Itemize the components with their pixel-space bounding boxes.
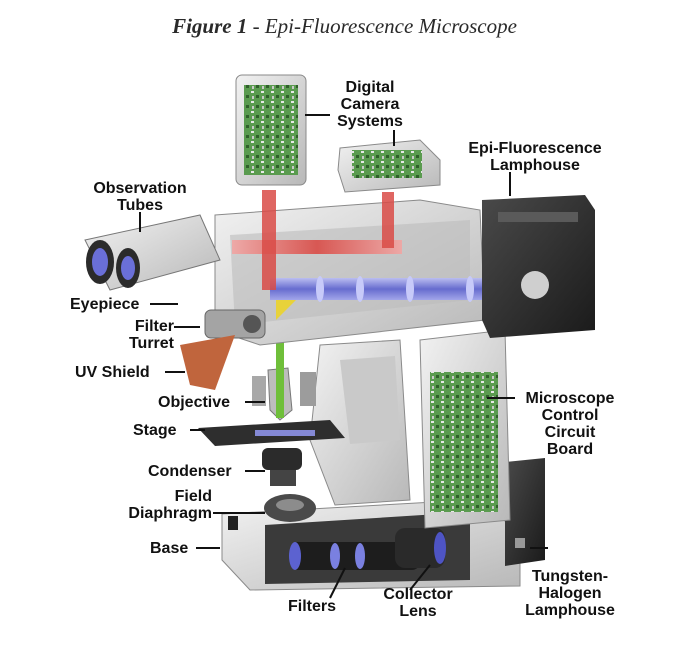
- condenser-shape: [262, 448, 302, 486]
- filter-turret-shape: [204, 309, 266, 339]
- label-line: Tubes: [117, 197, 163, 214]
- green-light-path: [276, 330, 284, 418]
- label-line: Digital: [345, 79, 395, 96]
- label-tungsten-halogen-lamphouse: Tungsten- Halogen Lamphouse: [515, 568, 625, 619]
- figure-separator: -: [247, 14, 265, 38]
- label-line: Microscope: [525, 390, 615, 407]
- leader-lines: [139, 114, 548, 599]
- label-field-diaphragm: Field Diaphragm: [100, 488, 212, 522]
- label-line: Circuit: [544, 424, 596, 441]
- label-uv-shield: UV Shield: [75, 364, 150, 381]
- camera-top-shape: [235, 74, 307, 186]
- circuit-board: [430, 372, 498, 512]
- tungsten-lamphouse-shape: [505, 458, 545, 566]
- epi-lamphouse-shape: [482, 195, 595, 338]
- red-light-path: [232, 190, 402, 290]
- label-filters: Filters: [288, 598, 337, 615]
- uv-shield-shape: [180, 335, 235, 390]
- label-digital-camera-systems: Digital Camera Systems: [330, 79, 410, 130]
- label-line: Lamphouse: [490, 157, 580, 174]
- control-board-housing: [419, 329, 511, 529]
- label-observation-tubes: Observation Tubes: [80, 180, 200, 214]
- camera-side-shape: [337, 139, 441, 193]
- observation-tubes-shape: [84, 214, 221, 291]
- label-line: Lamphouse: [525, 602, 615, 619]
- label-line: Field: [174, 488, 212, 505]
- label-collector-lens: Collector Lens: [373, 586, 463, 620]
- figure-title: Figure 1 - Epi-Fluorescence Microscope: [0, 14, 689, 39]
- label-base: Base: [150, 540, 189, 557]
- label-line: Control: [541, 407, 599, 424]
- label-eyepiece: Eyepiece: [70, 296, 140, 313]
- label-line: Lens: [399, 603, 437, 620]
- label-line: Observation: [93, 180, 187, 197]
- figure-subtitle: Epi-Fluorescence Microscope: [264, 14, 517, 38]
- label-line: Camera: [340, 96, 400, 113]
- figure-label: Figure 1: [172, 14, 248, 38]
- label-line: Systems: [337, 113, 403, 130]
- label-line: Epi-Fluorescence: [468, 140, 602, 157]
- label-line: Diaphragm: [128, 505, 212, 522]
- label-line: Tungsten-: [531, 568, 609, 585]
- stage-shape: [198, 420, 345, 446]
- field-diaphragm-shape: [264, 494, 316, 522]
- label-filter-turret: Filter Turret: [110, 318, 174, 352]
- label-line: Filter: [134, 318, 174, 335]
- label-line: Board: [546, 441, 594, 458]
- dichroic-prism: [276, 300, 296, 320]
- base-optics: [289, 528, 446, 570]
- label-objective: Objective: [158, 394, 231, 411]
- label-line: Halogen: [538, 585, 602, 602]
- microscope-arm: [309, 339, 411, 506]
- label-line: Turret: [128, 335, 174, 352]
- label-stage: Stage: [133, 422, 177, 439]
- label-epi-fluorescence-lamphouse: Epi-Fluorescence Lamphouse: [455, 140, 615, 174]
- label-condenser: Condenser: [148, 463, 232, 480]
- label-line: Collector: [383, 586, 453, 603]
- label-microscope-control-circuit-board: Microscope Control Circuit Board: [515, 390, 625, 458]
- power-switch-icon: [228, 516, 238, 530]
